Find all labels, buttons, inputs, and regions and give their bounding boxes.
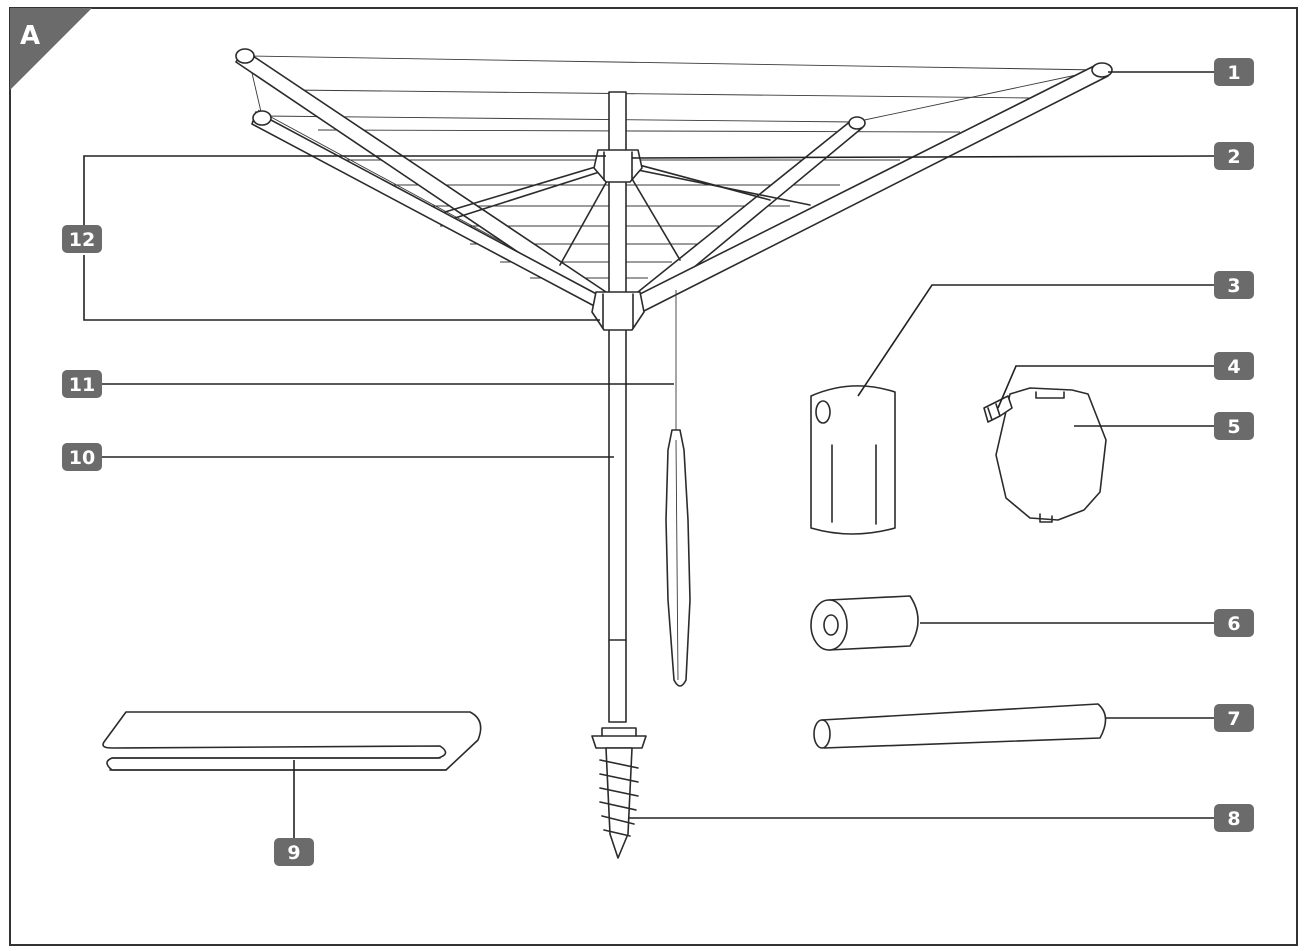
leader-3 [857, 284, 1214, 397]
callout-5: 5 [1214, 412, 1254, 440]
callout-5-label: 5 [1227, 416, 1240, 438]
callout-4: 4 [1214, 352, 1254, 380]
callout-8: 8 [1214, 804, 1254, 832]
folded-cover [102, 711, 482, 771]
callout-3-label: 3 [1227, 275, 1240, 297]
clamp-screw [983, 395, 1013, 423]
callout-1: 1 [1214, 58, 1254, 86]
callout-9: 9 [274, 838, 314, 866]
arm-left [235, 49, 613, 311]
pole-cover [810, 385, 896, 535]
callout-2-label: 2 [1227, 146, 1240, 168]
cap-plate [995, 387, 1107, 523]
ground-anchor [591, 727, 647, 859]
callout-3: 3 [1214, 271, 1254, 299]
diagram-frame [9, 7, 1298, 946]
callout-7-label: 7 [1227, 708, 1240, 730]
callout-10-label: 10 [69, 447, 95, 469]
rotary-dryer [235, 48, 1113, 859]
callout-7: 7 [1214, 704, 1254, 732]
callout-12-label: 12 [69, 229, 95, 251]
callout-1-label: 1 [1227, 62, 1240, 84]
callout-12: 12 [62, 225, 102, 253]
callout-11-label: 11 [69, 374, 95, 396]
callout-10: 10 [62, 443, 102, 471]
sleeve [810, 595, 919, 651]
callout-6: 6 [1214, 609, 1254, 637]
arm-end-caps [235, 48, 1113, 130]
arm-right [631, 63, 1109, 313]
figure-tag: A [10, 8, 92, 90]
leader-lines [83, 71, 1215, 838]
leader-2 [631, 155, 1215, 159]
rod [813, 703, 1107, 749]
lower-hub [591, 291, 645, 331]
upper-hub [593, 149, 643, 183]
main-pole [608, 91, 627, 723]
pull-cord [665, 290, 691, 687]
leader-12 [83, 155, 606, 321]
callout-9-label: 9 [287, 842, 300, 864]
callout-4-label: 4 [1227, 356, 1240, 378]
struts [444, 161, 811, 266]
callout-6-label: 6 [1227, 613, 1240, 635]
arm-left-rear [251, 111, 605, 309]
callout-11: 11 [62, 370, 102, 398]
leader-4 [997, 365, 1214, 409]
callout-2: 2 [1214, 142, 1254, 170]
figure-label: A [20, 21, 40, 51]
callout-8-label: 8 [1227, 808, 1240, 830]
